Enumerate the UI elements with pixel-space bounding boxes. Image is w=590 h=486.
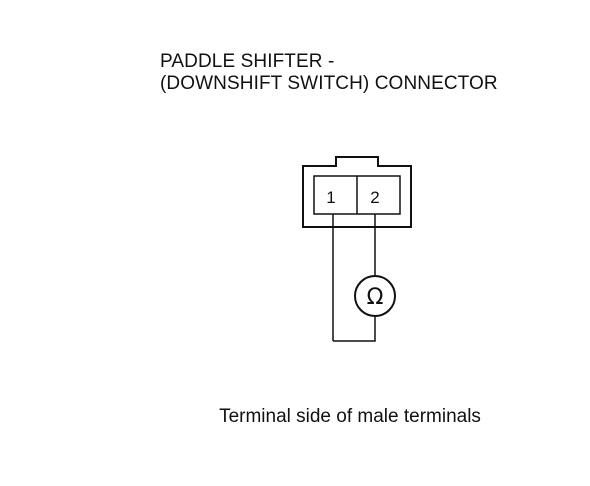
probe-lead-pin-2 [333, 214, 376, 342]
diagram-title: PADDLE SHIFTER - (DOWNSHIFT SWITCH) CONN… [160, 51, 498, 95]
pin-2-label: 2 [370, 188, 379, 207]
pin-1-label: 1 [326, 188, 335, 207]
diagram-caption: Terminal side of male terminals [219, 406, 481, 427]
title-line-1: PADDLE SHIFTER - [160, 51, 335, 72]
ohm-symbol: Ω [367, 285, 384, 310]
connector-housing [302, 156, 412, 228]
title-line-2: (DOWNSHIFT SWITCH) CONNECTOR [160, 73, 498, 94]
ohmmeter-icon: Ω [354, 275, 396, 317]
